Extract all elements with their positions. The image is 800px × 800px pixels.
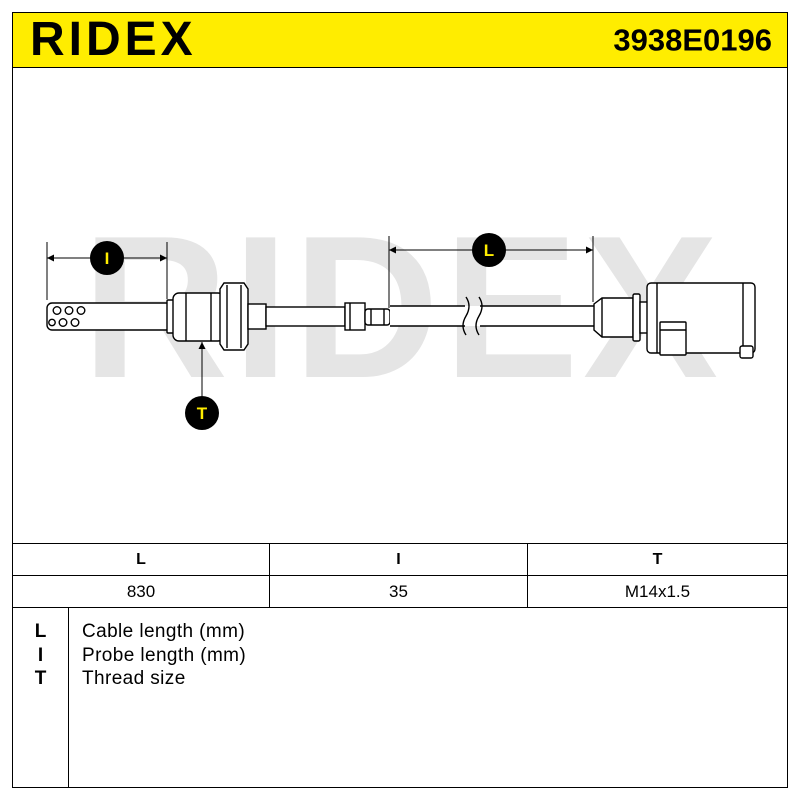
value-thread-size: M14x1.5 [624, 581, 691, 601]
spec-table: L I T 830 35 M14x1.5 [13, 543, 787, 608]
temperature-sensor [46, 282, 756, 359]
probe-hole [76, 306, 86, 316]
legend-label: Cable length (mm) [82, 621, 246, 642]
product-sheet: RIDEX 3938E0196 RIDEX [12, 12, 788, 788]
cable-length-marker-label: L [484, 241, 494, 260]
thread-marker [185, 396, 219, 430]
thread-fitting [172, 292, 225, 342]
probe-length-marker [90, 241, 124, 275]
hex-nut [219, 282, 249, 351]
part-number: 3938E0196 [613, 22, 772, 58]
probe-hole [48, 318, 56, 327]
legend: L I T Cable length (mm) Probe length (mm… [13, 608, 787, 787]
thread-dimension: T [185, 342, 219, 430]
sheath-tube [265, 306, 346, 327]
header-thread-size: T [652, 550, 663, 568]
header-cable-length: L [13, 544, 270, 575]
probe-length-marker-label: I [105, 249, 110, 268]
crimp-joint [364, 308, 391, 326]
legend-labels: Cable length (mm) Probe length (mm) Thre… [69, 608, 246, 787]
cable-length-marker [472, 233, 506, 267]
cable-boot [593, 297, 634, 338]
probe-hole [64, 306, 74, 316]
collar [247, 303, 267, 330]
value-cable-length: 830 [13, 576, 270, 607]
spec-table-header-row: L I T [13, 544, 787, 576]
tube-sleeve [344, 302, 366, 331]
value-probe-length: 35 [270, 576, 528, 607]
legend-label: Probe length (mm) [82, 644, 247, 666]
header-bar: RIDEX 3938E0196 [13, 13, 787, 68]
cable-length-dimension: L [388, 233, 594, 308]
sensor-drawing: RIDEX [46, 194, 756, 430]
cable [390, 305, 594, 327]
brand-logo: RIDEX [30, 13, 197, 66]
legend-keys: L I T [13, 608, 69, 787]
header-probe-length: I [270, 544, 528, 575]
probe-holes [48, 306, 86, 328]
probe-hole [52, 306, 62, 316]
legend-key: I [37, 644, 44, 666]
cable-break-mark [462, 296, 483, 336]
probe-length-dimension: I [46, 241, 168, 300]
probe-hole [70, 318, 80, 328]
thread-marker-label: T [197, 404, 208, 423]
connector-key-tab [739, 345, 754, 359]
connector-latch [659, 321, 687, 356]
spec-table-value-row: 830 35 M14x1.5 [13, 576, 787, 607]
boot-ring [632, 293, 641, 342]
legend-key: L [34, 621, 47, 642]
legend-label: Thread size [82, 668, 186, 689]
cable-fill [390, 306, 594, 326]
legend-key: T [34, 668, 47, 689]
probe-hole [58, 318, 68, 328]
